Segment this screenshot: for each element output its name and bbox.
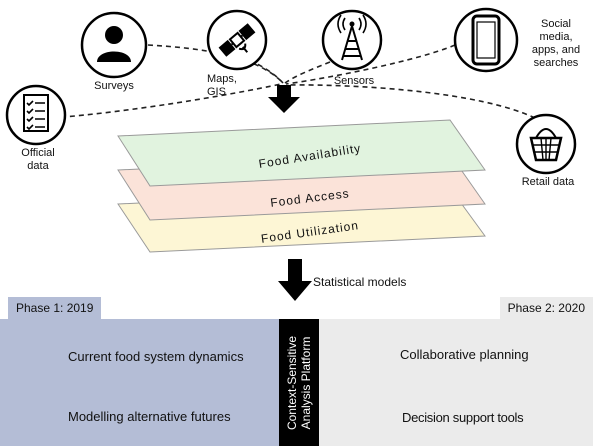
person-icon — [80, 11, 148, 79]
item-current-food-system-dynamics: Current food system dynamics — [68, 349, 244, 364]
phase-2-panel — [318, 319, 593, 446]
label-official: Official data — [21, 147, 55, 172]
analysis-platform-label: Context-Sensitive Analysis Platform — [285, 335, 313, 430]
item-decision-support-tools: Decision support tools — [402, 410, 524, 425]
item-collaborative-planning: Collaborative planning — [400, 347, 529, 362]
phase-1-panel — [0, 319, 280, 446]
statistical-models-label: Statistical models — [313, 275, 407, 289]
tower-icon — [321, 9, 383, 71]
label-maps-gis: Maps, GIS — [207, 73, 237, 98]
connector-official — [51, 83, 282, 119]
connector-sensors — [284, 61, 331, 84]
layer-food-availability — [117, 119, 486, 187]
connector-lines — [51, 44, 536, 119]
item-modelling-alternative-futures: Modelling alternative futures — [68, 409, 231, 424]
phone-icon — [453, 7, 519, 73]
label-surveys: Surveys — [94, 80, 134, 92]
analysis-platform: Context-Sensitive Analysis Platform — [279, 319, 319, 446]
label-sensors: Sensors — [333, 75, 375, 87]
connector-social — [285, 44, 456, 85]
label-social: Social media, apps, and searches — [531, 18, 581, 69]
arrow-down-bottom — [278, 259, 312, 301]
arrow-down-top — [268, 85, 300, 113]
connector-surveys — [147, 44, 283, 83]
checklist-icon — [5, 84, 67, 146]
phase-2-tag: Phase 2: 2020 — [499, 297, 593, 319]
basket-icon — [515, 113, 577, 175]
label-retail: Retail data — [521, 176, 575, 188]
satellite-icon — [206, 9, 268, 71]
phase-1-tag: Phase 1: 2019 — [8, 297, 102, 319]
connector-retail — [286, 84, 536, 119]
